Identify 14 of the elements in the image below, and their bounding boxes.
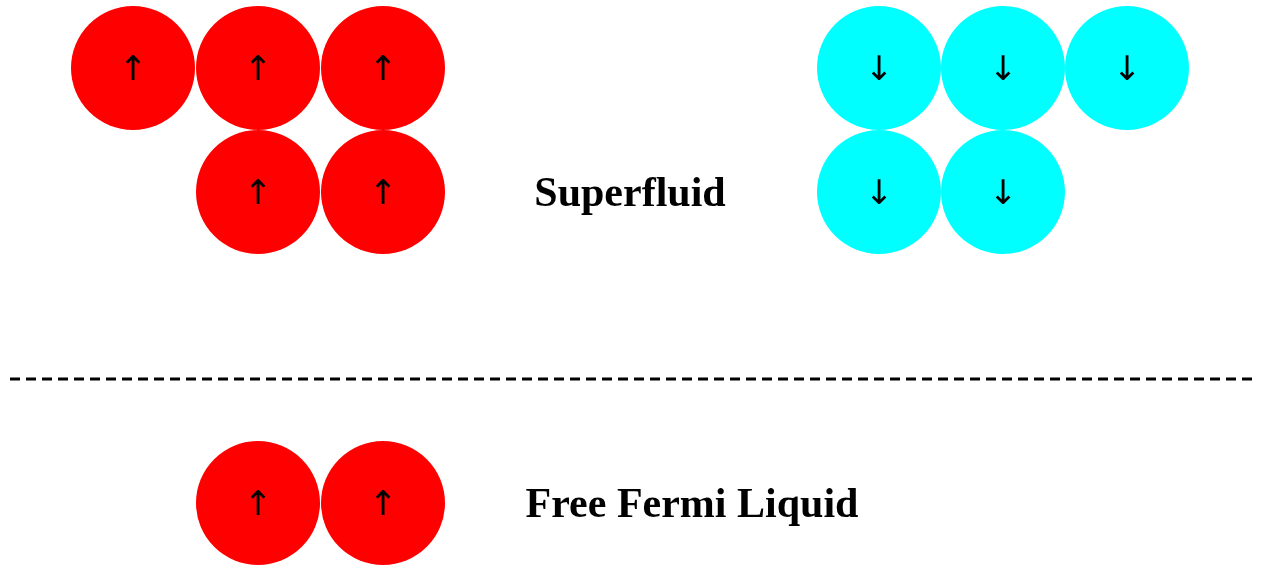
spin-arrow: ↑ bbox=[368, 51, 398, 85]
spin-arrow: ↓ bbox=[988, 175, 1018, 209]
phase-label: Superfluid bbox=[534, 168, 726, 216]
spin-arrow: ↓ bbox=[864, 175, 894, 209]
spin-arrow: ↑ bbox=[243, 486, 273, 520]
phase-label: Free Fermi Liquid bbox=[525, 479, 859, 527]
spin-arrow: ↑ bbox=[118, 51, 148, 85]
spin-arrow: ↓ bbox=[864, 51, 894, 85]
spin-arrow: ↑ bbox=[368, 175, 398, 209]
spin-arrow: ↑ bbox=[368, 486, 398, 520]
spin-arrow: ↑ bbox=[243, 51, 273, 85]
spin-arrow: ↑ bbox=[243, 175, 273, 209]
spin-arrow: ↓ bbox=[988, 51, 1018, 85]
spin-arrow: ↓ bbox=[1112, 51, 1142, 85]
